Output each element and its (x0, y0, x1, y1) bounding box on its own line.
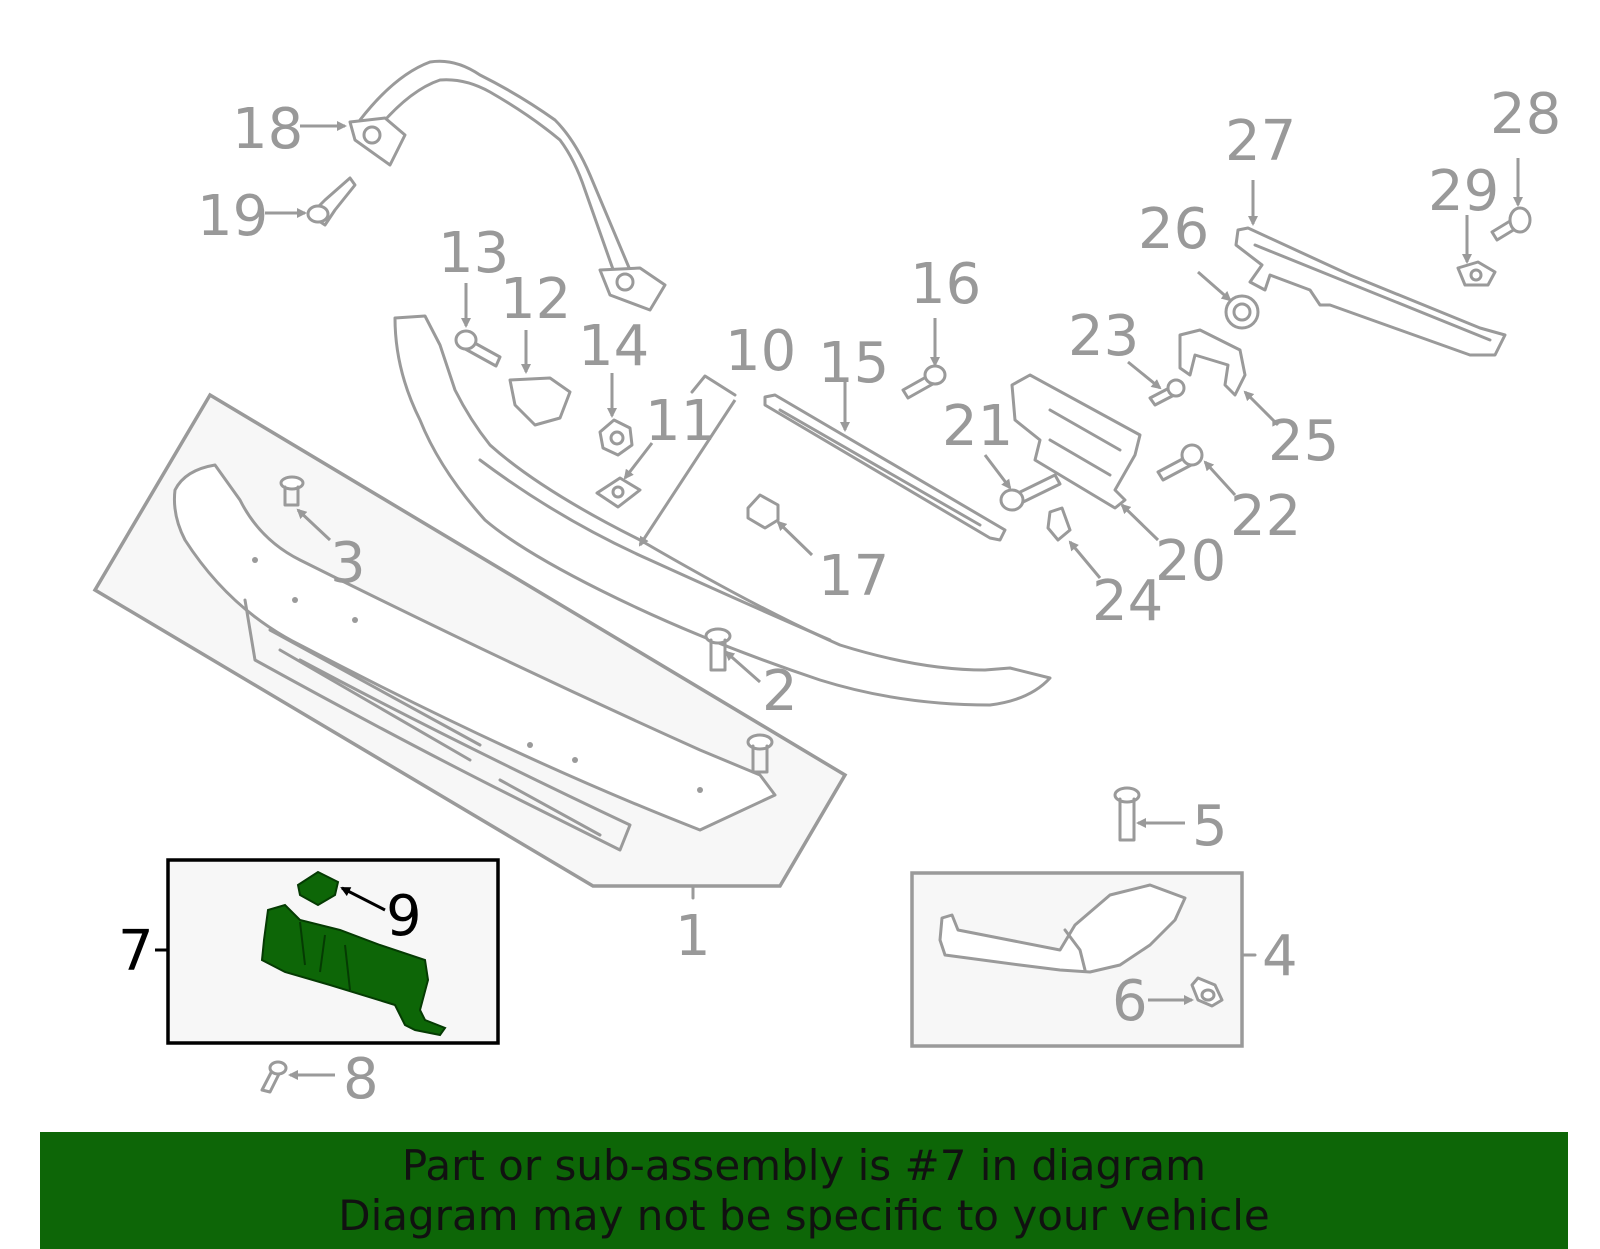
callout-8: 8 (343, 1047, 379, 1112)
part-4-group (910, 871, 1257, 1048)
callout-14: 14 (578, 314, 649, 379)
callout-7: 7 (118, 919, 154, 984)
callout-4: 4 (1262, 924, 1298, 989)
part-7-group[interactable] (155, 858, 500, 1045)
callout-24: 24 (1092, 569, 1163, 634)
nut-11-icon (595, 442, 654, 509)
callout-21: 21 (942, 394, 1013, 459)
part-15-strip (763, 378, 1007, 542)
callout-13: 13 (438, 221, 509, 286)
clip-29-icon (1456, 215, 1497, 287)
nut-14-icon (598, 373, 634, 457)
bolt-16-icon (901, 318, 947, 400)
bolt-23-icon (1127, 360, 1186, 407)
pin-8-icon (260, 1060, 335, 1094)
bolt-22-icon (1156, 443, 1237, 497)
info-banner: Part or sub-assembly is #7 in diagram Di… (40, 1132, 1568, 1249)
clip-17-icon (746, 493, 814, 557)
callout-28: 28 (1490, 82, 1561, 147)
callout-11: 11 (645, 389, 716, 454)
clip-6-icon (1148, 976, 1224, 1008)
callout-23: 23 (1068, 304, 1139, 369)
callout-16: 16 (910, 252, 981, 317)
callout-9: 9 (386, 884, 422, 949)
callout-27: 27 (1225, 109, 1296, 174)
callout-1: 1 (675, 904, 711, 969)
grommet-26-icon (1197, 270, 1260, 330)
callout-3: 3 (330, 531, 366, 596)
callout-26: 26 (1138, 197, 1209, 262)
part-7-shield[interactable] (260, 903, 447, 1037)
callout-5: 5 (1192, 794, 1228, 859)
part-27-bar (1234, 180, 1507, 357)
nut-9-icon (296, 870, 340, 907)
callout-10: 10 (725, 319, 796, 384)
banner-line-2: Diagram may not be specific to your vehi… (338, 1190, 1270, 1240)
bolt-13-icon (454, 283, 502, 368)
bracket-25-icon (1178, 328, 1280, 427)
callout-17: 17 (818, 544, 889, 609)
callout-29: 29 (1428, 159, 1499, 224)
part-10-absorber (393, 314, 1052, 707)
part-1-group (92, 392, 848, 900)
callout-20: 20 (1155, 529, 1226, 594)
bolt-19-icon (265, 176, 357, 227)
clip-24-icon (1046, 506, 1102, 579)
banner-line-1: Part or sub-assembly is #7 in diagram (401, 1140, 1207, 1190)
bracket-20-icon (1010, 373, 1160, 542)
bolt-28-icon (1490, 158, 1532, 242)
callout-19: 19 (197, 184, 268, 249)
bracket-12-icon (508, 330, 572, 427)
callout-18: 18 (232, 97, 303, 162)
callout-25: 25 (1268, 409, 1339, 474)
callout-6: 6 (1112, 969, 1148, 1034)
callout-22: 22 (1230, 484, 1301, 549)
bolt-5-icon (1113, 786, 1185, 842)
bolt-3-icon (279, 475, 305, 507)
part-18-bracket (300, 59, 667, 312)
callout-12: 12 (500, 267, 571, 332)
bolt-2-icon (704, 627, 761, 684)
bolt-end-icon (746, 733, 774, 774)
callout-2: 2 (762, 659, 798, 724)
bolt-21-icon (983, 454, 1062, 512)
callout-15: 15 (818, 331, 889, 396)
